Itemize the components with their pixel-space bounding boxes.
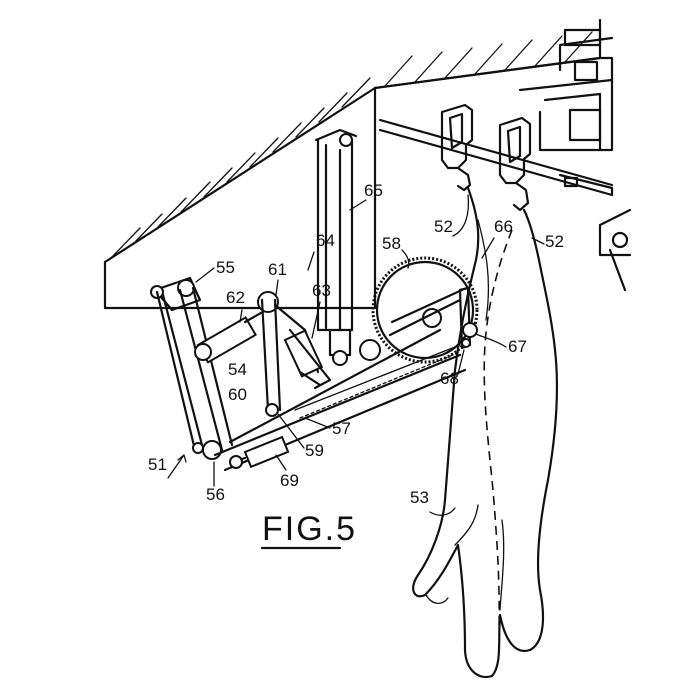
reference-labels: 51 52 52 53 54 55 56 57 58 59 60 61 62 6… [148,181,564,516]
numeral-56: 56 [206,485,225,504]
saw-wheel [371,256,479,364]
pivot-arm [155,286,234,460]
cylinder-64-65 [314,128,381,366]
overhead-rail [378,118,614,197]
carcass [412,186,559,679]
numeral-54: 54 [228,360,247,379]
side-device [598,208,632,292]
frame-beam [213,328,467,472]
blade-assembly [458,286,478,350]
numeral-59: 59 [305,441,324,460]
numeral-65: 65 [364,181,383,200]
numeral-52-right: 52 [545,232,564,251]
numeral-66: 66 [494,217,513,236]
ceiling-wall [103,18,614,310]
numeral-68: 68 [440,369,459,388]
numeral-64: 64 [316,231,335,250]
numeral-67: 67 [508,337,527,356]
numeral-51: 51 [148,455,167,474]
figure-caption: FIG.5 [260,510,357,550]
cylinder-63 [283,328,332,390]
numeral-62: 62 [226,288,245,307]
cut-line [483,229,513,631]
numeral-57: 57 [332,419,351,438]
trolley-hook-left [440,103,474,192]
numeral-53: 53 [410,488,429,507]
mounting-bracket [150,276,202,312]
numeral-60: 60 [228,385,247,404]
numeral-55: 55 [216,258,235,277]
numeral-58: 58 [382,234,401,253]
numeral-63: 63 [312,281,331,300]
figure-caption-text: FIG.5 [262,510,357,548]
cylinder-69 [229,435,290,469]
numeral-61: 61 [268,260,287,279]
numeral-52-left: 52 [434,217,453,236]
numeral-69: 69 [280,471,299,490]
trolley-hook-right [498,116,532,212]
